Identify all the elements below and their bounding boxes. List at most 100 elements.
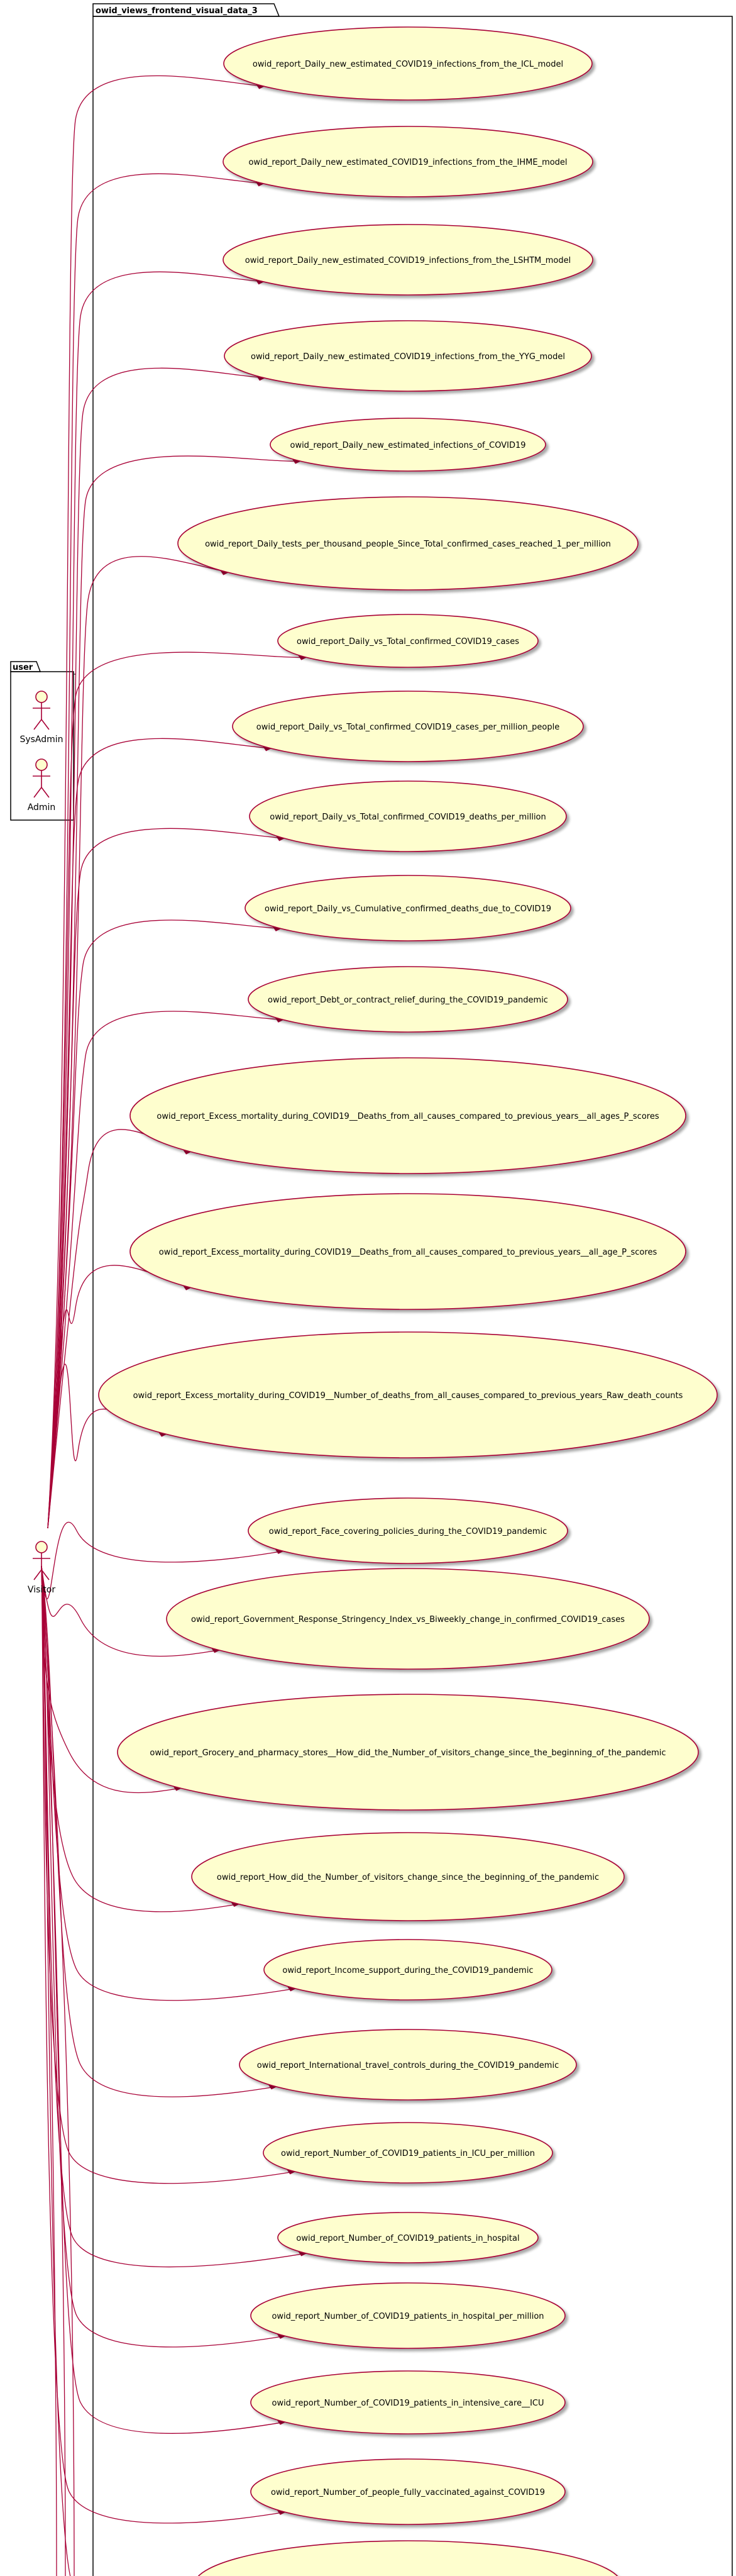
use-case-ellipse[interactable] — [129, 1193, 686, 1310]
association-line — [47, 919, 281, 1529]
actor-body — [33, 1553, 50, 1580]
use-case-label: owid_report_Daily_new_estimated_COVID19_… — [245, 256, 571, 265]
use-case[interactable]: owid_report_International_travel_control… — [239, 2029, 577, 2101]
use-case-ellipse[interactable] — [248, 966, 568, 1033]
use-case[interactable]: owid_report_How_did_the_Number_of_visito… — [191, 1832, 625, 1921]
use-case[interactable]: owid_report_Daily_vs_Total_confirmed_COV… — [249, 780, 567, 852]
use-case-ellipse[interactable] — [222, 126, 593, 197]
use-case[interactable]: owid_report_Daily_new_estimated_COVID19_… — [224, 320, 592, 392]
use-case[interactable]: owid_report_Grocery_and_pharmacy_stores_… — [117, 1694, 699, 1811]
use-case-ellipse[interactable] — [263, 2122, 553, 2184]
use-case-label: owid_report_Daily_new_estimated_COVID19_… — [248, 158, 567, 167]
use-case-ellipse[interactable] — [239, 2029, 577, 2101]
use-case[interactable] — [194, 2540, 622, 2576]
package-user: user — [10, 661, 76, 821]
association-line — [47, 75, 265, 1529]
use-case-label: owid_report_Number_of_people_fully_vacci… — [271, 2488, 545, 2497]
user-package-frame — [10, 671, 74, 821]
use-case[interactable]: owid_report_Daily_vs_Total_confirmed_COV… — [277, 614, 539, 668]
use-case-ellipse[interactable] — [277, 2212, 539, 2263]
use-case-label: owid_report_Income_support_during_the_CO… — [282, 1966, 533, 1975]
association-line — [41, 1521, 283, 1599]
use-case-label: owid_report_Daily_tests_per_thousand_peo… — [205, 540, 611, 549]
use-case-label: owid_report_Daily_vs_Cumulative_confirme… — [265, 904, 551, 914]
actor-head — [35, 758, 48, 771]
use-case[interactable]: owid_report_Debt_or_contract_relief_duri… — [248, 966, 568, 1033]
use-case[interactable]: owid_report_Excess_mortality_during_COVI… — [129, 1057, 686, 1174]
use-case-label: owid_report_Daily_new_estimated_COVID19_… — [253, 60, 563, 69]
use-case-ellipse[interactable] — [263, 1939, 552, 2001]
association-line — [47, 271, 264, 1529]
actor-head — [35, 1541, 48, 1553]
association-line — [41, 1565, 286, 2434]
use-case-label: owid_report_International_travel_control… — [257, 2061, 559, 2070]
user-package-title: user — [13, 663, 33, 672]
use-case[interactable]: owid_report_Number_of_COVID19_patients_i… — [277, 2212, 539, 2263]
use-case-label: owid_report_Number_of_COVID19_patients_i… — [296, 2234, 519, 2243]
use-case[interactable]: owid_report_Daily_vs_Cumulative_confirme… — [244, 875, 571, 941]
use-case-ellipse[interactable] — [166, 1568, 650, 1670]
use-case-ellipse[interactable] — [129, 1057, 686, 1174]
association-line — [41, 1565, 286, 2524]
use-case-label: owid_report_Daily_vs_Total_confirmed_COV… — [297, 637, 519, 647]
actor-admin[interactable]: Admin — [28, 758, 56, 813]
use-case[interactable]: owid_report_Daily_vs_Total_confirmed_COV… — [232, 691, 584, 762]
use-case-label: owid_report_Number_of_COVID19_patients_i… — [281, 2149, 535, 2158]
package-frame — [92, 16, 733, 2576]
use-case[interactable]: owid_report_Face_covering_policies_durin… — [248, 1497, 568, 1564]
actor-visitor[interactable]: Visitor — [28, 1541, 55, 1595]
use-case[interactable]: owid_report_Number_of_COVID19_patients_i… — [263, 2122, 553, 2184]
use-case[interactable]: owid_report_Daily_new_estimated_COVID19_… — [223, 26, 593, 101]
use-case-ellipse[interactable] — [248, 1497, 568, 1564]
actor-sysadmin[interactable]: SysAdmin — [19, 691, 63, 745]
association-line — [41, 1565, 57, 2576]
use-case[interactable]: owid_report_Excess_mortality_during_COVI… — [129, 1193, 686, 1310]
use-case-ellipse[interactable] — [177, 496, 639, 591]
use-case[interactable]: owid_report_Income_support_during_the_CO… — [263, 1939, 552, 2001]
use-case-list: owid_report_Daily_new_estimated_COVID19_… — [98, 26, 718, 2576]
use-case-ellipse[interactable] — [277, 614, 539, 668]
use-case-label: owid_report_Excess_mortality_during_COVI… — [157, 1112, 659, 1121]
use-case-label: owid_report_Daily_vs_Total_confirmed_COV… — [256, 723, 559, 732]
use-case-ellipse[interactable] — [117, 1694, 699, 1811]
use-case-label: owid_report_Grocery_and_pharmacy_stores_… — [150, 1748, 666, 1758]
use-case[interactable]: owid_report_Government_Response_Stringen… — [166, 1568, 650, 1670]
use-case-ellipse[interactable] — [223, 26, 593, 101]
use-case[interactable]: owid_report_Excess_mortality_during_COVI… — [98, 1331, 718, 1458]
actor-body — [33, 770, 50, 798]
association-line — [47, 1129, 192, 1529]
use-case[interactable]: owid_report_Daily_new_estimated_infectio… — [270, 418, 546, 472]
use-case[interactable]: owid_report_Number_of_COVID19_patients_i… — [250, 2370, 566, 2434]
use-case[interactable]: owid_report_Number_of_people_fully_vacci… — [250, 2458, 566, 2525]
use-case-ellipse[interactable] — [232, 691, 584, 762]
association-line — [47, 1265, 192, 1529]
use-case-ellipse[interactable] — [194, 2540, 622, 2576]
use-case-label: owid_report_Number_of_COVID19_patients_i… — [272, 2399, 544, 2408]
use-case[interactable]: owid_report_Daily_new_estimated_COVID19_… — [222, 126, 593, 197]
use-case[interactable]: owid_report_Daily_new_estimated_COVID19_… — [222, 224, 593, 296]
use-case-ellipse[interactable] — [224, 320, 592, 392]
use-case-ellipse[interactable] — [250, 2282, 566, 2349]
use-case-ellipse[interactable] — [250, 2458, 566, 2525]
use-case-label: owid_report_Excess_mortality_during_COVI… — [159, 1248, 657, 1257]
use-case-label: owid_report_Daily_new_estimated_infectio… — [290, 441, 525, 450]
use-case[interactable]: owid_report_Number_of_COVID19_patients_i… — [250, 2282, 566, 2349]
association-line — [47, 652, 307, 1529]
use-case-ellipse[interactable] — [222, 224, 593, 296]
use-case-label: owid_report_Government_Response_Stringen… — [191, 1615, 625, 1624]
use-case-ellipse[interactable] — [191, 1832, 625, 1921]
use-case-ellipse[interactable] — [98, 1331, 718, 1458]
use-case-ellipse[interactable] — [270, 418, 546, 472]
use-case-ellipse[interactable] — [244, 875, 571, 941]
association-line — [41, 1565, 286, 2348]
association-line — [41, 1565, 295, 2184]
use-case-ellipse[interactable] — [249, 780, 567, 852]
use-case-label: owid_report_How_did_the_Number_of_visito… — [217, 1873, 599, 1882]
use-case[interactable]: owid_report_Daily_tests_per_thousand_peo… — [177, 496, 639, 591]
association-line — [47, 738, 272, 1529]
association-line — [41, 1565, 307, 2268]
association-line — [47, 173, 264, 1529]
use-case-ellipse[interactable] — [250, 2370, 566, 2434]
use-case-label: owid_report_Excess_mortality_during_COVI… — [133, 1391, 683, 1401]
